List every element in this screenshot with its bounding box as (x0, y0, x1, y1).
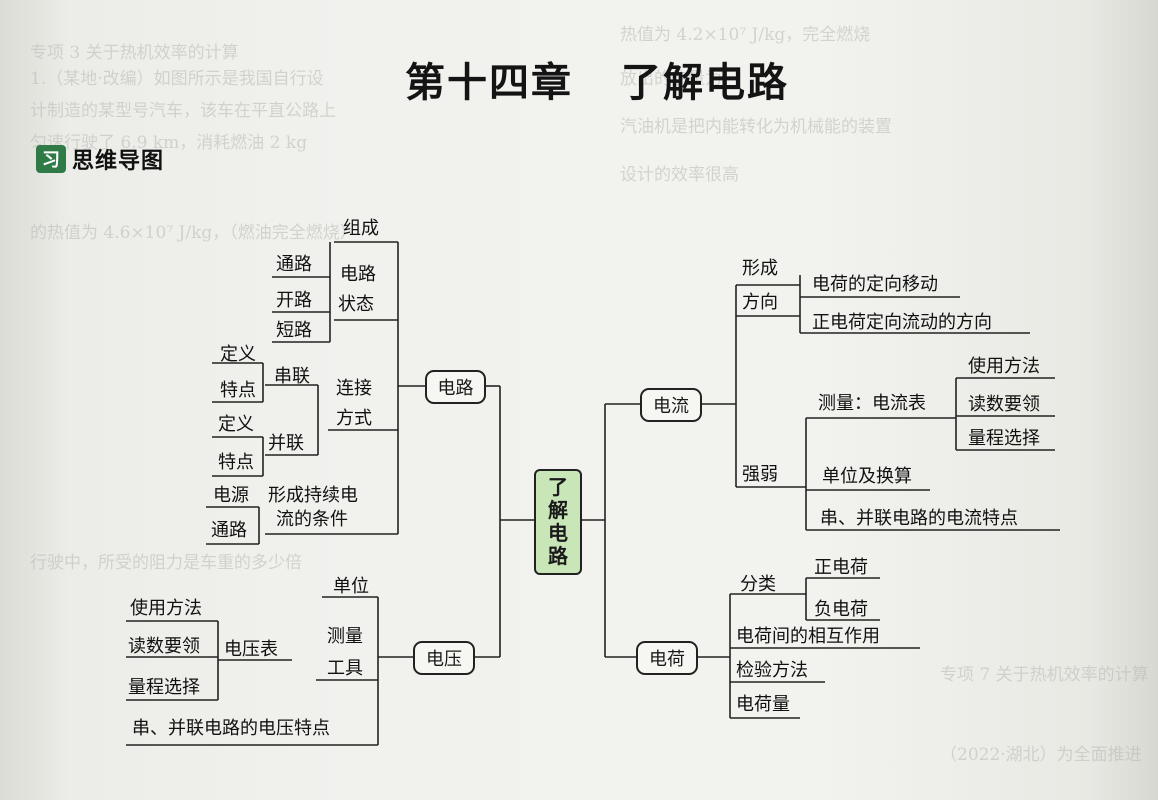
label-series-feature: 特点 (220, 380, 256, 401)
label-composition: 组成 (343, 218, 379, 239)
label-positive-charge: 正电荷 (814, 557, 868, 578)
label-voltmeter-usage: 使用方法 (130, 598, 202, 619)
label-voltmeter: 电压表 (224, 639, 278, 660)
label-condition-2: 流的条件 (276, 509, 348, 530)
chapter-title: 第十四章 了解电路 (405, 50, 789, 108)
label-direction: 方向 (742, 292, 778, 313)
label-ammeter: 测量：电流表 (818, 393, 926, 414)
label-series-definition: 定义 (220, 344, 256, 365)
label-voltage-unit: 单位 (333, 576, 369, 597)
chapter-name: 了解电路 (621, 59, 789, 106)
chapter-number: 第十四章 (405, 59, 573, 106)
label-ammeter-range: 量程选择 (968, 428, 1040, 449)
section-label: 思维导图 (72, 149, 165, 174)
center-char: 解 (548, 498, 568, 522)
label-connection-1: 连接 (336, 378, 372, 399)
node-voltage: 电压 (413, 641, 475, 675)
label-series: 串联 (274, 366, 310, 387)
section-header: 习 思维导图 (36, 143, 164, 175)
section-icon: 习 (36, 145, 66, 173)
label-measure-tool-1: 测量 (327, 626, 363, 647)
node-charge: 电荷 (636, 641, 698, 675)
label-ammeter-reading: 读数要领 (968, 394, 1040, 415)
center-char: 电 (548, 521, 568, 545)
label-current-unit: 单位及换算 (822, 466, 912, 487)
node-current: 电流 (640, 388, 702, 422)
label-path: 通路 (211, 520, 247, 541)
label-open-circuit: 开路 (276, 290, 312, 311)
label-circuit-state-1: 电路 (340, 264, 376, 285)
label-charge-quantity: 电荷量 (736, 694, 790, 715)
label-parallel-definition: 定义 (218, 414, 254, 435)
label-power-source: 电源 (213, 485, 249, 506)
label-strength: 强弱 (742, 464, 778, 485)
node-circuit: 电路 (425, 370, 486, 404)
label-parallel-feature: 特点 (218, 452, 254, 473)
label-connection-2: 方式 (336, 408, 372, 429)
label-circuit-state-2: 状态 (338, 294, 374, 315)
label-charge-interaction: 电荷间的相互作用 (736, 626, 880, 647)
label-classification: 分类 (740, 574, 776, 595)
label-voltmeter-reading: 读数要领 (128, 636, 200, 657)
center-char: 了 (548, 475, 568, 499)
label-voltage-features: 串、并联电路的电压特点 (132, 718, 330, 739)
label-measure-tool-2: 工具 (327, 658, 363, 679)
label-ammeter-usage: 使用方法 (968, 356, 1040, 377)
label-current-features: 串、并联电路的电流特点 (820, 508, 1018, 529)
label-parallel: 并联 (268, 433, 304, 454)
label-condition-1: 形成持续电 (268, 485, 358, 506)
label-voltmeter-range: 量程选择 (128, 677, 200, 698)
label-formation: 形成 (742, 258, 778, 279)
center-node-understand-circuit: 了 解 电 路 (534, 469, 582, 575)
center-char: 路 (548, 544, 568, 568)
label-direction-value: 正电荷定向流动的方向 (812, 312, 992, 333)
label-test-method: 检验方法 (736, 660, 808, 681)
label-short-circuit: 短路 (276, 320, 312, 341)
label-negative-charge: 负电荷 (814, 599, 868, 620)
label-closed-circuit: 通路 (276, 254, 312, 275)
label-formation-value: 电荷的定向移动 (812, 274, 938, 295)
